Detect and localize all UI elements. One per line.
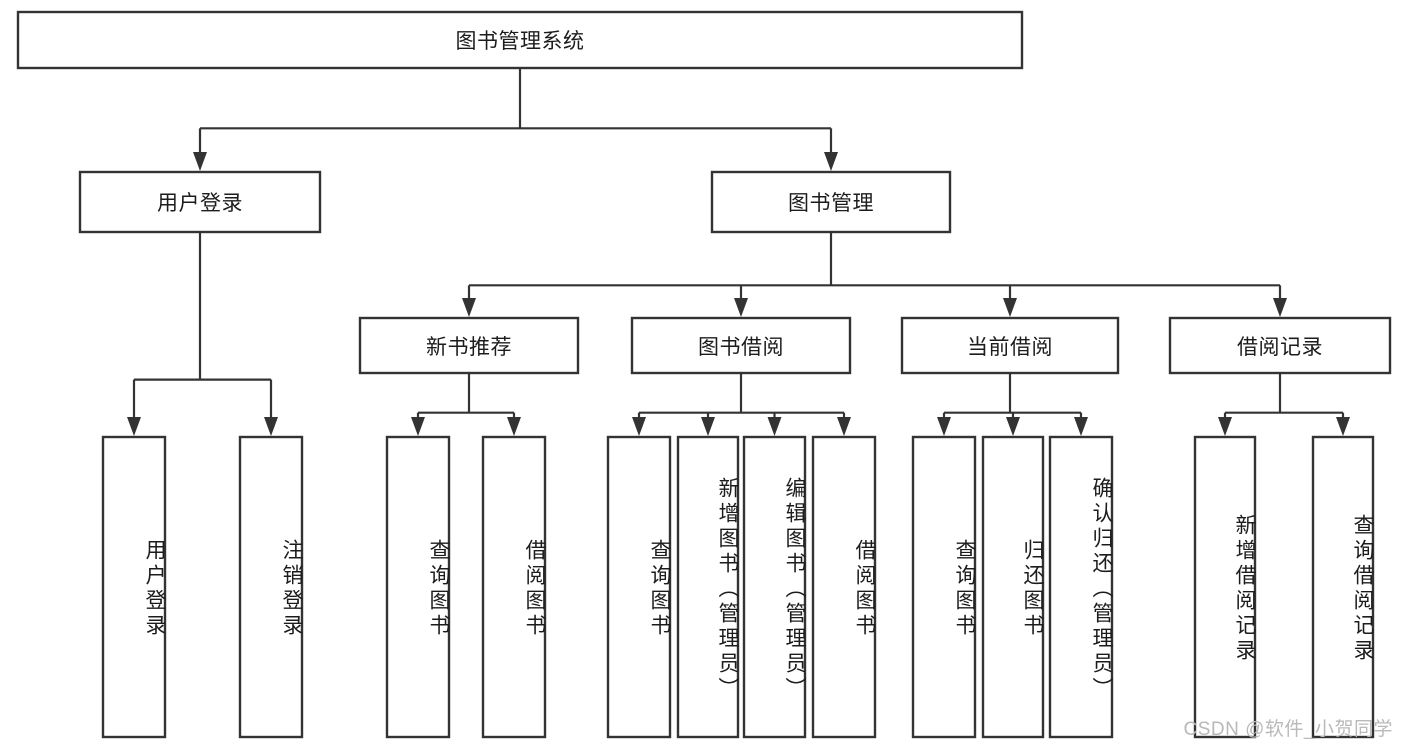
node-leaf-query-book-cur[interactable] [913, 437, 975, 737]
node-leaf-borrow-book[interactable] [813, 437, 875, 737]
node-box-current-borrow [900, 316, 1120, 375]
node-borrow-record[interactable] [1170, 318, 1390, 373]
node-book-borrow[interactable] [632, 318, 850, 373]
node-box-leaf-user-logout [238, 435, 304, 739]
node-box-borrow-record [1168, 316, 1392, 375]
node-leaf-edit-book[interactable] [744, 437, 805, 737]
edges-layer [127, 68, 1350, 436]
node-leaf-query-book-borrow[interactable] [608, 437, 670, 737]
node-leaf-query-book-rec[interactable] [387, 437, 449, 737]
node-leaf-borrow-book-rec[interactable] [483, 437, 545, 737]
node-box-leaf-return-book [981, 435, 1045, 739]
node-box-leaf-query-borrow-record [1311, 435, 1375, 739]
node-box-leaf-query-book-cur [911, 435, 977, 739]
node-leaf-add-book[interactable] [678, 437, 738, 737]
node-box-user-login [78, 170, 322, 234]
node-root[interactable] [18, 12, 1022, 68]
node-leaf-add-borrow-record[interactable] [1195, 437, 1255, 737]
node-box-leaf-query-book-rec [385, 435, 451, 739]
node-leaf-confirm-return[interactable] [1050, 437, 1112, 737]
node-box-leaf-query-book-borrow [606, 435, 672, 739]
boxes-layer [16, 10, 1392, 739]
watermark-text: CSDN @软件_小贺同学 [1183, 719, 1393, 740]
node-box-leaf-edit-book [742, 435, 807, 739]
node-book-manage[interactable] [712, 172, 950, 232]
node-box-leaf-confirm-return [1048, 435, 1114, 739]
node-box-root [16, 10, 1024, 70]
node-box-leaf-add-borrow-record [1193, 435, 1257, 739]
node-current-borrow[interactable] [902, 318, 1118, 373]
node-box-leaf-borrow-book [811, 435, 877, 739]
node-new-book-rec[interactable] [360, 318, 578, 373]
node-leaf-user-login[interactable] [103, 437, 165, 737]
node-leaf-return-book[interactable] [983, 437, 1043, 737]
node-box-leaf-add-book [676, 435, 740, 739]
node-box-leaf-borrow-book-rec [481, 435, 547, 739]
node-user-login[interactable] [80, 172, 320, 232]
node-box-new-book-rec [358, 316, 580, 375]
node-leaf-user-logout[interactable] [240, 437, 302, 737]
node-box-book-borrow [630, 316, 852, 375]
node-box-book-manage [710, 170, 952, 234]
node-leaf-query-borrow-record[interactable] [1313, 437, 1373, 737]
node-box-leaf-user-login [101, 435, 167, 739]
